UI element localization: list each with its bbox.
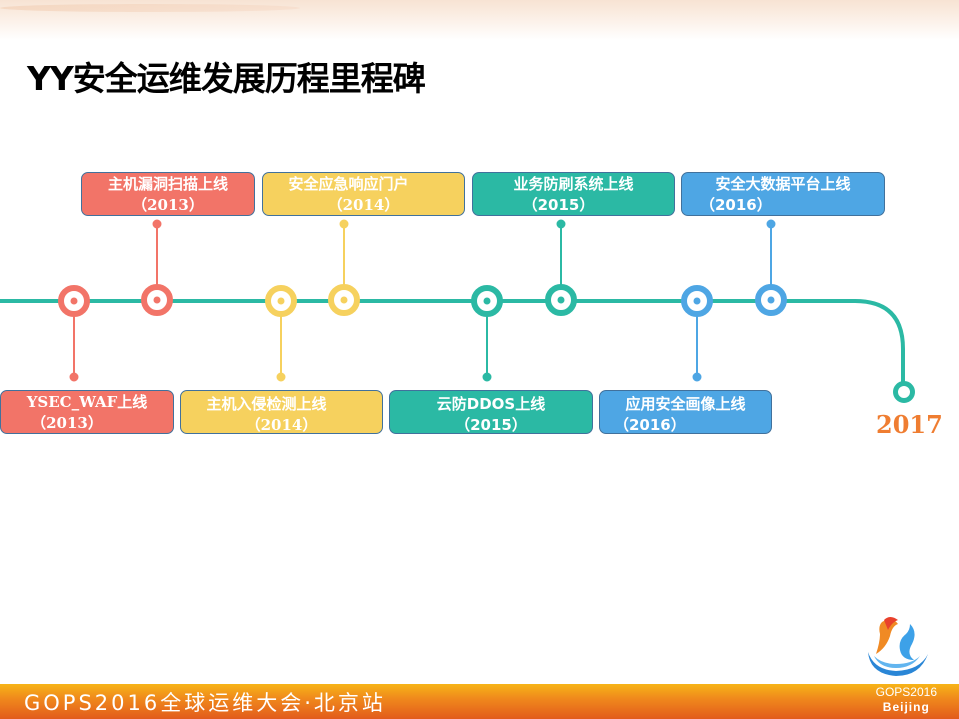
milestone-year: （2016）: [700, 196, 772, 214]
node-2014-b: [328, 284, 360, 316]
milestone-box-bottom-2015: 云防DDOS上线 （2015）: [389, 390, 593, 434]
milestone-year: （2013）: [31, 414, 103, 432]
node-2014-a: [265, 285, 297, 317]
footer-bar: GOPS2016全球运维大会·北京站 GOPS2016 Beijing: [0, 684, 959, 719]
node-2013-b: [141, 284, 173, 316]
milestone-label: 主机漏洞扫描上线: [107, 175, 228, 193]
milestone-box-bottom-2013: YSEC_WAF上线 （2013）: [0, 390, 174, 434]
milestone-box-top-2014: 安全应急响应门户 （2014）: [262, 172, 465, 216]
node-2016-b: [755, 284, 787, 316]
milestone-label: YSEC_WAF上线: [26, 393, 148, 411]
node-end-2017: [893, 381, 915, 403]
milestone-box-top-2015: 业务防刷系统上线 （2015）: [472, 172, 675, 216]
milestone-year: （2015）: [455, 416, 527, 434]
footer-brand-city: Beijing: [882, 700, 930, 714]
milestone-year: （2014）: [245, 416, 318, 434]
milestone-label: 应用安全画像上线: [625, 395, 746, 413]
milestone-box-top-2013: 主机漏洞扫描上线 （2013）: [81, 172, 255, 216]
node-2015-a: [471, 285, 503, 317]
milestone-label: 安全大数据平台上线: [715, 175, 851, 193]
milestone-label: 云防DDOS上线: [436, 395, 546, 413]
end-year-label: 2017: [876, 410, 943, 439]
milestone-year: （2016）: [614, 416, 686, 434]
milestone-year: （2013）: [132, 196, 204, 214]
milestone-label: 主机入侵检测上线: [206, 395, 327, 413]
milestone-label: 安全应急响应门户: [288, 175, 409, 193]
page-title: YY安全运维发展历程里程碑: [27, 59, 426, 98]
milestone-year: （2014）: [327, 196, 400, 214]
node-2015-b: [545, 284, 577, 316]
milestone-box-bottom-2014: 主机入侵检测上线 （2014）: [180, 390, 383, 434]
timeline-line: [0, 299, 905, 384]
node-2016-a: [681, 285, 713, 317]
milestone-box-top-2016: 安全大数据平台上线 （2016）: [681, 172, 885, 216]
milestone-year: （2015）: [522, 196, 595, 214]
node-2013-a: [58, 285, 90, 317]
gops-logo-icon: [868, 617, 928, 676]
footer-text: GOPS2016全球运维大会·北京站: [24, 691, 386, 715]
milestone-label: 业务防刷系统上线: [513, 175, 634, 193]
footer-brand: GOPS2016 Beijing: [876, 685, 937, 715]
footer-brand-name: GOPS2016: [875, 685, 937, 699]
milestone-box-bottom-2016: 应用安全画像上线 （2016）: [599, 390, 772, 434]
header-decoration: [0, 0, 959, 40]
